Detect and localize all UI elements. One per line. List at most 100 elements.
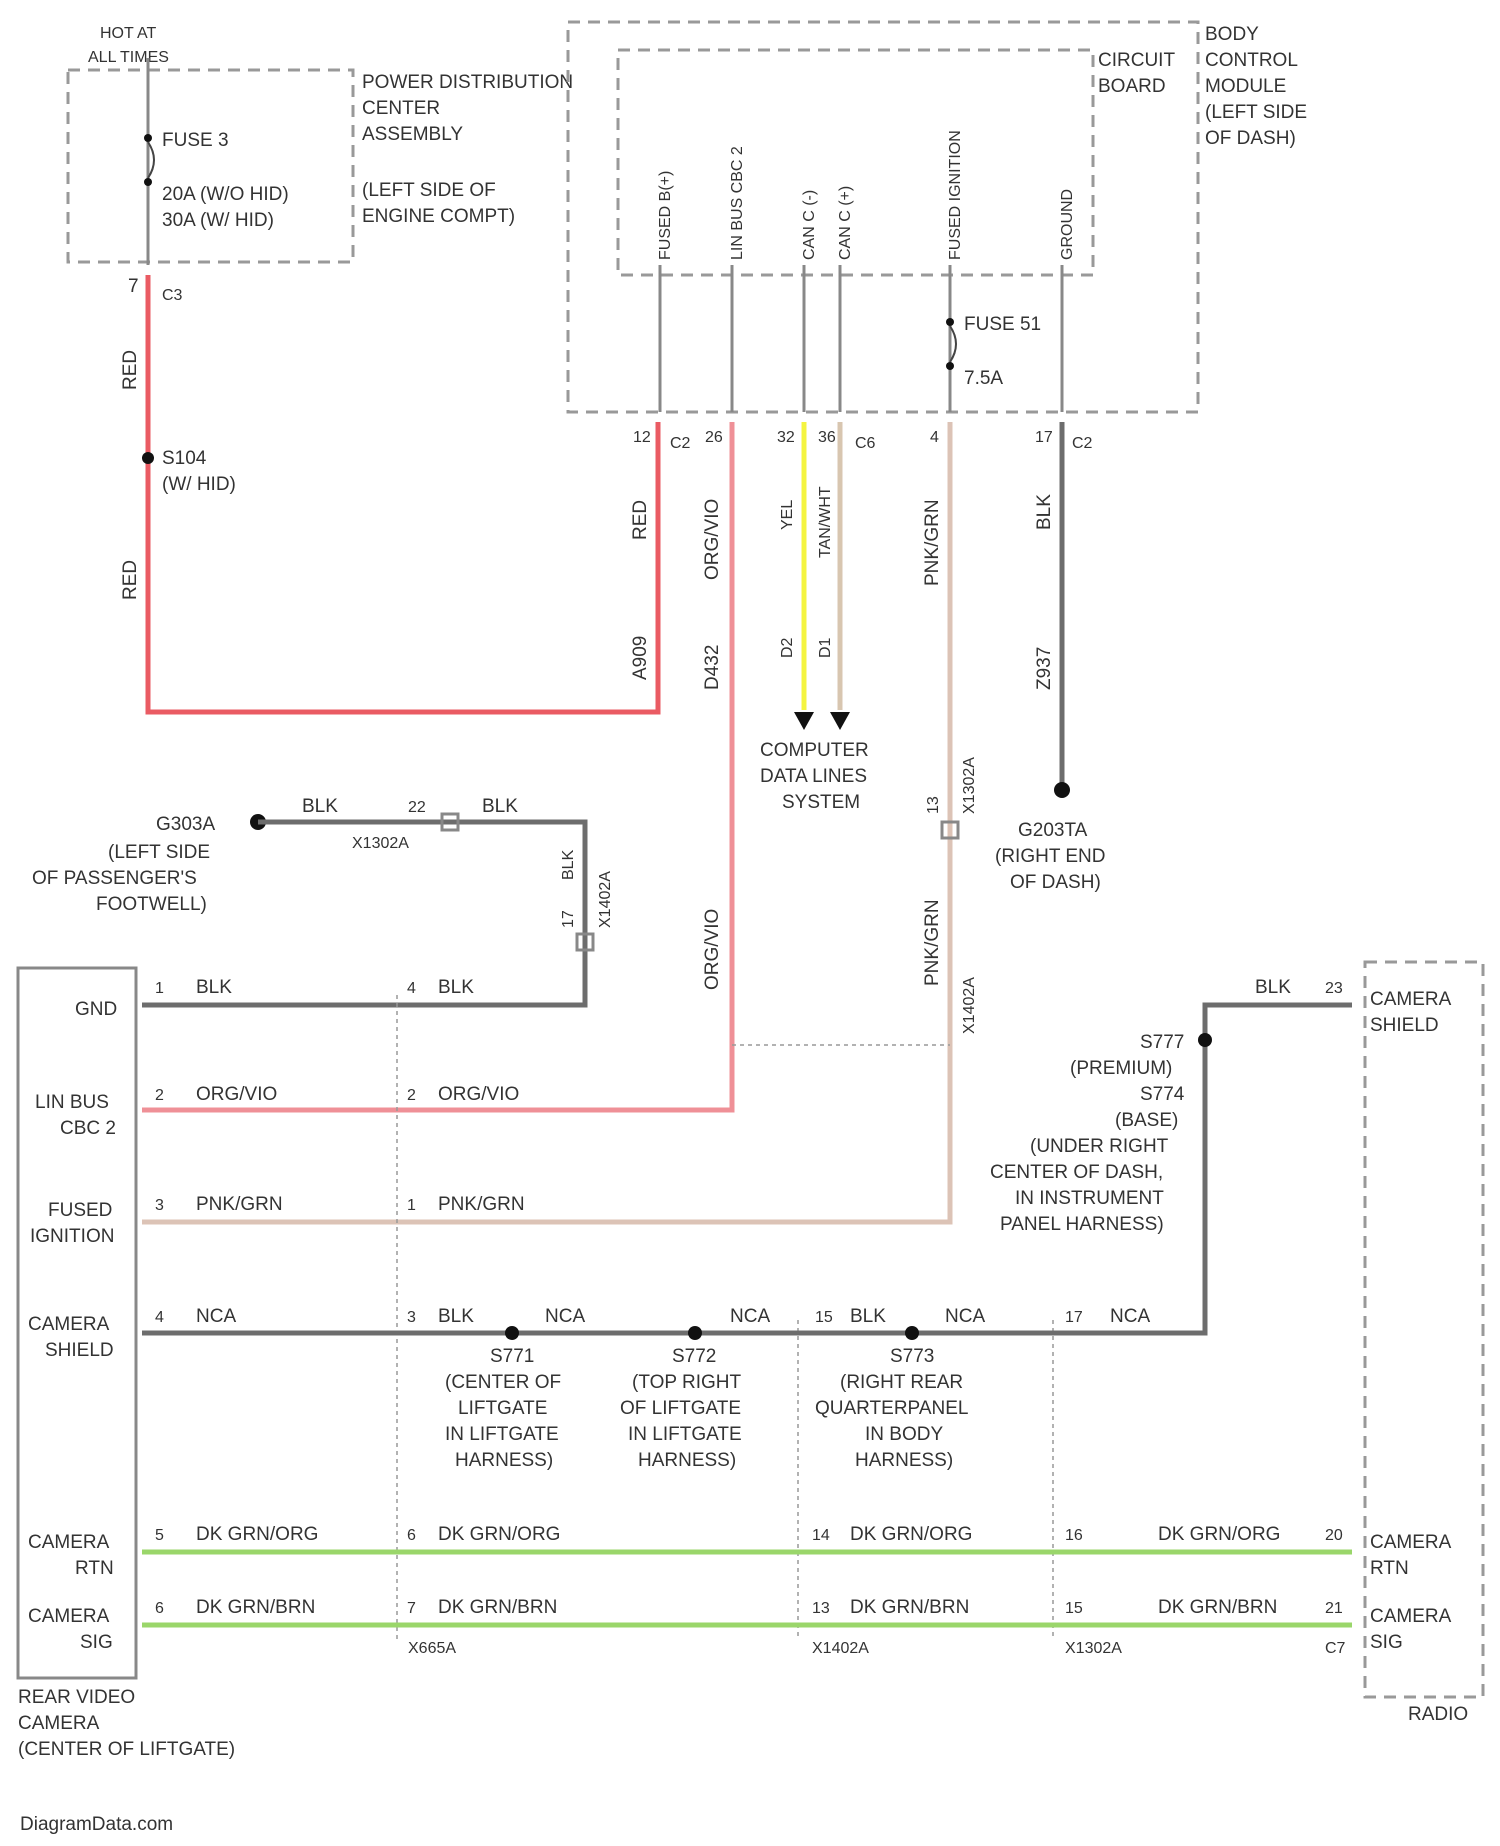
sig-color-3: DK GRN/BRN [850,1597,969,1618]
camera-label-1: REAR VIDEO [18,1687,135,1708]
g303a-location-2: OF PASSENGER'S [32,868,197,889]
gnd-pin-1: 1 [155,980,164,997]
can-c-plus-arrow [830,712,850,730]
ign-pin-1: 3 [155,1197,164,1214]
s772-loc-4: HARNESS) [638,1450,736,1471]
rtn-pin-2: 6 [407,1527,416,1544]
fuse-3-terminal-bottom [144,178,152,186]
s771-loc-3: IN LIFTGATE [445,1424,559,1445]
rtn-color-2: DK GRN/ORG [438,1524,560,1545]
circuit-board-label-1: CIRCUIT [1098,50,1175,71]
ign-pin-2: 1 [407,1197,416,1214]
camera-pin-shield-1: CAMERA [28,1314,110,1335]
shield-color-3: BLK [850,1306,886,1327]
bcm-name-3: MODULE [1205,76,1286,97]
s771-loc-4: HARNESS) [455,1450,553,1471]
fused-ign-conn-x1402a: X1402A [961,977,978,1034]
bcm-ground-color: BLK [1034,494,1055,530]
fused-ign-pin-13: 13 [925,796,942,814]
g303a-location-1: (LEFT SIDE [108,842,210,863]
camera-pin-rtn-1: CAMERA [28,1532,110,1553]
fuse-51-terminal-top [946,318,954,326]
shield-pin-1: 4 [155,1309,164,1326]
gnd-pin-2: 4 [407,980,416,997]
connector-x665a-label: X665A [408,1640,456,1657]
shield-seg2: NCA [730,1306,770,1327]
lin-color-1: ORG/VIO [196,1084,277,1105]
power-distribution-center: HOT AT ALL TIMES POWER DISTRIBUTION CENT… [68,25,573,304]
radio-shield-2: SHIELD [1370,1015,1439,1036]
lin-bus-circuit-label: D432 [702,645,723,690]
g303a-pin-22: 22 [408,799,426,816]
shield-pin-3: 15 [815,1309,833,1326]
s104-splice [142,452,154,464]
camera-pin-ign-2: IGNITION [30,1226,114,1247]
s777-line-5: (UNDER RIGHT [1030,1136,1169,1157]
radio-shield-1: CAMERA [1370,989,1452,1010]
g203ta-ground-point [1054,782,1070,798]
shield-seg5: NCA [1110,1306,1150,1327]
s771-splice [505,1326,519,1340]
bcm-pin-label-ground: GROUND [1059,189,1076,260]
can-c-plus-circuit: D1 [817,637,834,658]
bcm-pin-num-can-plus: 36 [818,429,836,446]
splice-labels: S771 (CENTER OF LIFTGATE IN LIFTGATE HAR… [445,1346,968,1471]
sig-color-1: DK GRN/BRN [196,1597,315,1618]
pdc-pin: 7 [128,276,139,297]
bcm-conn-ground: C2 [1072,435,1093,452]
g303a-color-2: BLK [482,796,518,817]
pdc-name-1: POWER DISTRIBUTION [362,72,573,93]
s777-line-2: (PREMIUM) [1070,1058,1172,1079]
bcm-conn-fused-b: C2 [670,435,691,452]
shield-pin-2: 3 [407,1309,416,1326]
computer-data-lines-2: DATA LINES [760,766,867,787]
s772-name: S772 [672,1346,716,1367]
radio-rtn-2: RTN [1370,1558,1409,1579]
bcm-conn-can-plus: C6 [855,435,876,452]
camera-pin-lin-2: CBC 2 [60,1118,116,1139]
pdc-location-1: (LEFT SIDE OF [362,180,496,201]
shield-seg4: NCA [945,1306,985,1327]
gnd-color-2: BLK [438,977,474,998]
ign-color-1: PNK/GRN [196,1194,283,1215]
fuse-51-rating: 7.5A [964,368,1003,389]
bcm-pin-num-fused-ign: 4 [930,429,939,446]
s777-line-6: CENTER OF DASH, [990,1162,1163,1183]
camera-pin-sig-2: SIG [80,1632,113,1653]
can-c-minus-color: YEL [779,500,796,530]
radio-rtn-1: CAMERA [1370,1532,1452,1553]
bcm-name-2: CONTROL [1205,50,1298,71]
rtn-color-1: DK GRN/ORG [196,1524,318,1545]
circuit-board-label-2: BOARD [1098,76,1166,97]
camera-pin-ign-1: FUSED [48,1200,112,1221]
bcm-pin-label-can-minus: CAN C (-) [801,190,818,260]
s777-pin: 23 [1325,980,1343,997]
fused-ign-color-1: PNK/GRN [922,499,943,586]
shield-color-1: NCA [196,1306,236,1327]
radio-connector-label: C7 [1325,1640,1346,1657]
radio-module: CAMERA SHIELD CAMERA RTN CAMERA SIG RADI… [1365,962,1483,1725]
can-c-minus-circuit: D2 [779,637,796,658]
lin-bus-color-label-2: ORG/VIO [702,909,723,990]
g303a-color-3: BLK [560,849,577,880]
s772-splice [688,1326,702,1340]
fuse-3-rating-1: 20A (W/O HID) [162,184,289,205]
g303a-wire [258,822,585,1005]
g303a-ground-circuit: G303A (LEFT SIDE OF PASSENGER'S FOOTWELL… [32,796,614,1005]
s104-label: S104 [162,448,207,469]
sig-pin-5: 21 [1325,1600,1343,1617]
radio-sig-2: SIG [1370,1632,1403,1653]
bcm-pin-num-ground: 17 [1035,429,1053,446]
camera-pin-shield-2: SHIELD [45,1340,114,1361]
shield-wire [142,1005,1352,1333]
body-control-module: CIRCUIT BOARD BODY CONTROL MODULE (LEFT … [568,22,1307,452]
bcm-name-1: BODY [1205,24,1259,45]
red-wire-label-2: RED [120,560,141,600]
camera-pin-gnd: GND [75,999,117,1020]
watermark: DiagramData.com [20,1814,173,1835]
g203ta-location-2: OF DASH) [1010,872,1101,893]
shield-seg1: NCA [545,1306,585,1327]
g203ta-name: G203TA [1018,820,1088,841]
camera-pin-lin-1: LIN BUS [35,1092,109,1113]
